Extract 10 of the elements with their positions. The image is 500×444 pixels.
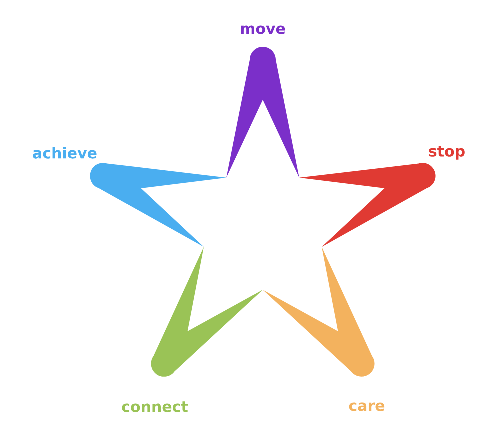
star-point: achieve — [33, 147, 227, 248]
star-point: connect — [122, 247, 263, 412]
node-label: stop — [429, 146, 465, 160]
node-label: care — [349, 402, 385, 412]
star-point: care — [263, 247, 385, 412]
star-point: stop — [299, 146, 465, 248]
node-label: achieve — [33, 147, 97, 159]
node-label: move — [241, 26, 286, 34]
star-point: move — [226, 26, 300, 178]
node-label: connect — [122, 402, 188, 412]
